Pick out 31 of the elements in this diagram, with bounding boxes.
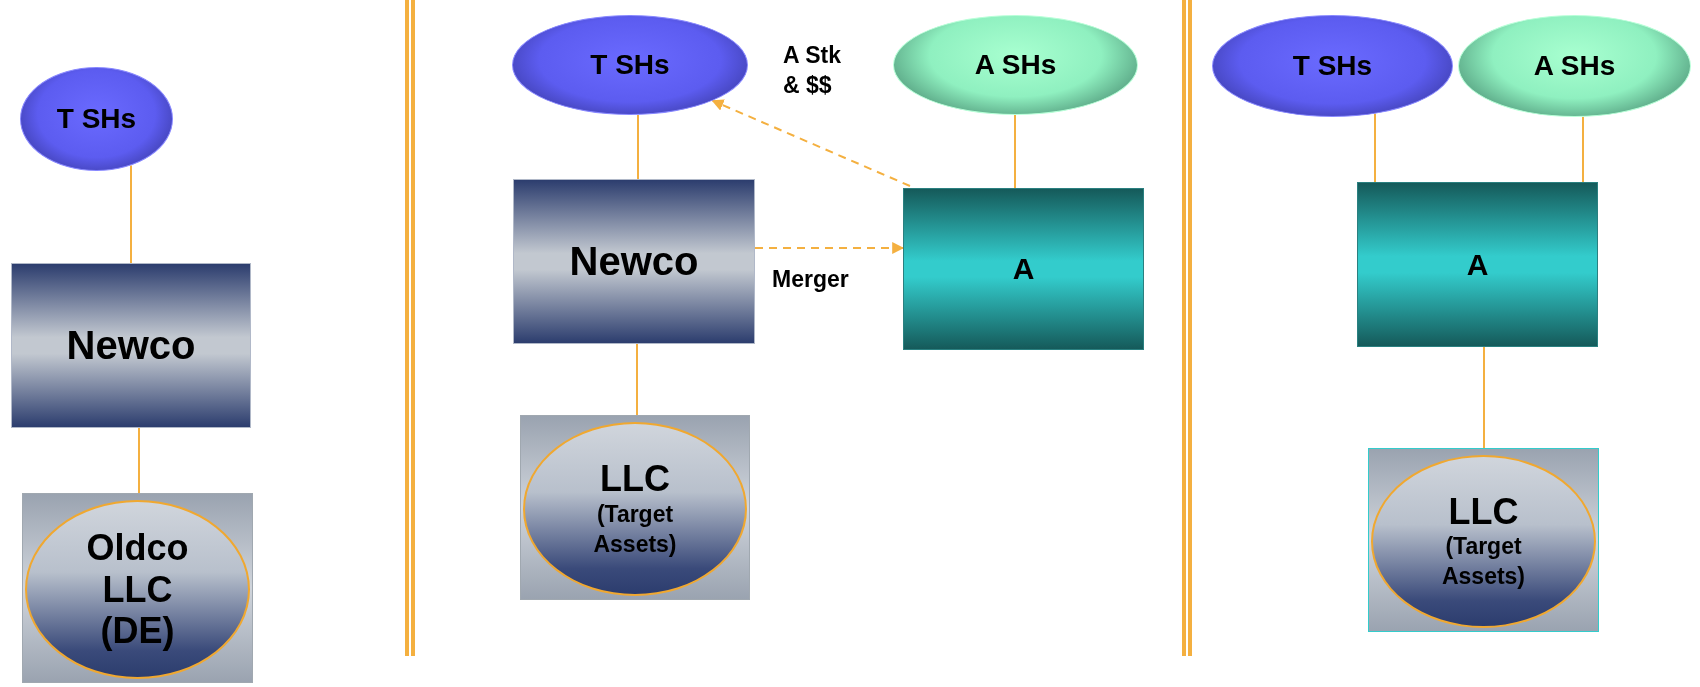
connector-line — [637, 113, 639, 180]
company-box — [1357, 182, 1598, 347]
node-label: LLC — [1447, 490, 1520, 533]
node-label: A SHs — [974, 49, 1057, 81]
node-label: A — [1466, 247, 1489, 282]
node-label: Oldco LLC (DE) — [85, 527, 190, 652]
company-box — [903, 188, 1144, 350]
connector-line — [138, 427, 140, 494]
node-label: A SHs — [1533, 50, 1616, 82]
company-box — [513, 179, 755, 344]
llc-box — [520, 415, 750, 600]
node-label: Newco — [569, 239, 699, 284]
llc-box — [22, 493, 253, 683]
node-label: T SHs — [56, 103, 137, 135]
connector-line — [1374, 112, 1376, 183]
node-label: (Target Assets) — [592, 499, 678, 559]
node-label: A — [1012, 252, 1035, 286]
company-box — [11, 263, 251, 428]
connector-line — [1483, 346, 1485, 449]
llc-box — [1368, 448, 1599, 632]
node-label: T SHs — [590, 49, 670, 81]
node-label: (Target Assets) — [1440, 532, 1527, 592]
node-label: T SHs — [1292, 50, 1373, 82]
arrow — [711, 99, 911, 187]
node-label: Newco — [66, 323, 196, 368]
connector-line — [130, 164, 132, 264]
arrow — [754, 242, 905, 254]
connector-line — [636, 343, 638, 416]
node-label: LLC — [599, 458, 671, 500]
connector-line — [1014, 114, 1016, 189]
connector-line — [1582, 115, 1584, 183]
